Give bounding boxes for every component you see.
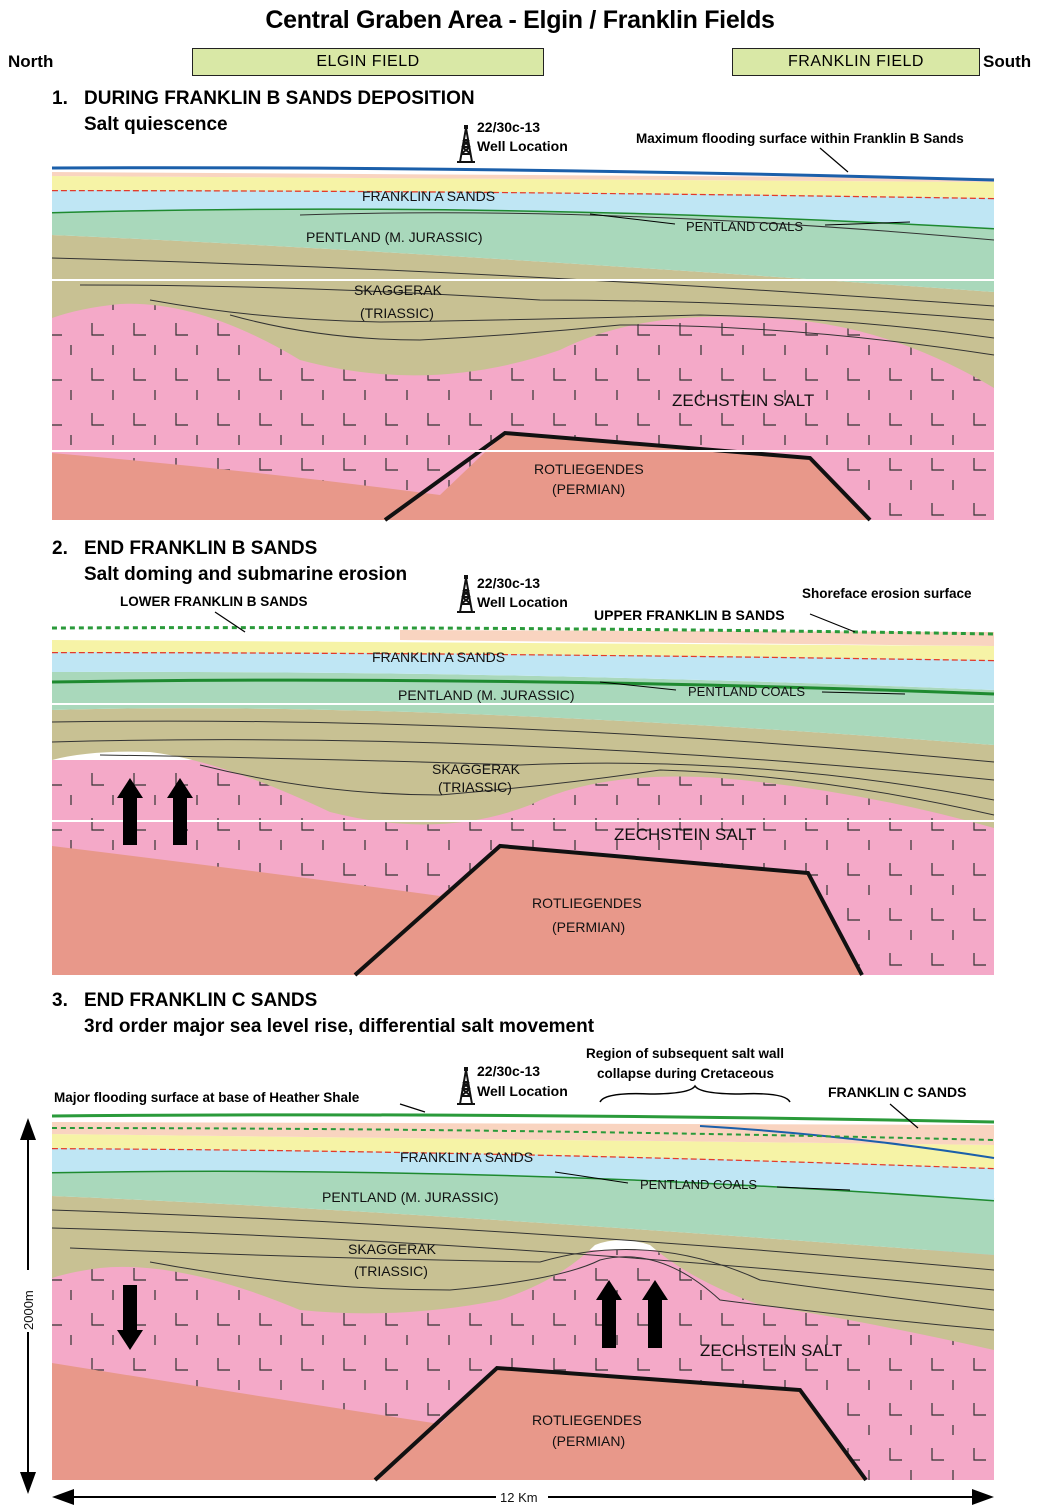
vertical-scale-label: 2000m bbox=[21, 1290, 36, 1330]
horizontal-scale-bar: 12 Km bbox=[52, 1488, 994, 1506]
stage3-skaggerak-label: SKAGGERAK bbox=[348, 1241, 437, 1257]
stage3-triassic-label: (TRIASSIC) bbox=[354, 1263, 428, 1279]
stage3-well-name: 22/30c-13 bbox=[477, 1063, 540, 1079]
vertical-scale-bar: 2000m bbox=[18, 1118, 38, 1494]
stage3-collapse-label-2: collapse during Cretaceous bbox=[597, 1066, 774, 1081]
stage3-franklin-a-label: FRANKLIN A SANDS bbox=[400, 1149, 533, 1165]
stage3-collapse-brace bbox=[600, 1086, 790, 1102]
stage3-rotliegendes-label: ROTLIEGENDES bbox=[532, 1412, 642, 1428]
stage3-pentland-coals-label: PENTLAND COALS bbox=[640, 1177, 757, 1192]
stage3-major-flood-label: Major flooding surface at base of Heathe… bbox=[54, 1090, 360, 1105]
stage3-well-icon bbox=[457, 1067, 475, 1104]
stage3-well-location: Well Location bbox=[477, 1083, 568, 1099]
stage3-flooding-surface bbox=[52, 1115, 994, 1122]
stage3-collapse-label-1: Region of subsequent salt wall bbox=[586, 1046, 784, 1061]
stage3-pentland-label: PENTLAND (M. JURASSIC) bbox=[322, 1189, 499, 1205]
stage3-zechstein-label: ZECHSTEIN SALT bbox=[700, 1341, 842, 1360]
stage3-franklin-c-label: FRANKLIN C SANDS bbox=[828, 1084, 966, 1100]
stage3-permian-label: (PERMIAN) bbox=[552, 1433, 625, 1449]
horizontal-scale-label: 12 Km bbox=[500, 1490, 538, 1505]
